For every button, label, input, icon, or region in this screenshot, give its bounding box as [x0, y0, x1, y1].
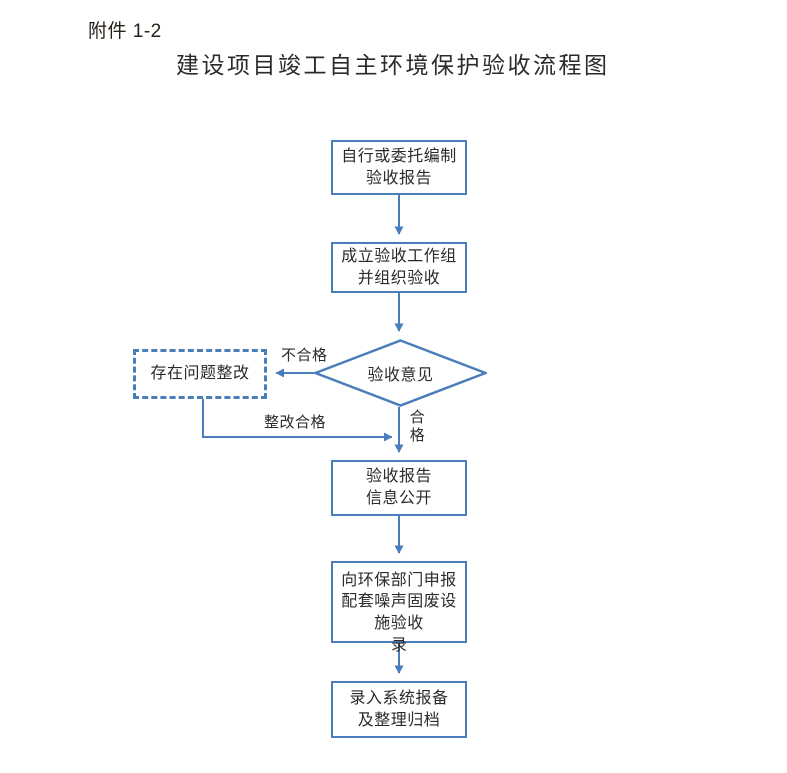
edge-label-rectified-pass: 整改合格 [264, 415, 327, 431]
flow-node-line: 施验收 [374, 614, 424, 632]
diamond-shape [314, 339, 487, 407]
flow-node-line: 验收报告 [365, 169, 432, 187]
flow-node-publish-report[interactable]: 验收报告 信息公开 [331, 460, 467, 516]
flow-node-line: 向环保部门申报 [341, 571, 457, 589]
flow-node-decision-opinion[interactable]: 验收意见 [314, 339, 487, 407]
attachment-label: 附件 1-2 [88, 21, 162, 42]
flow-node-line: 存在问题整改 [150, 365, 250, 383]
flow-node-acceptance-group[interactable]: 成立验收工作组 并组织验收 [331, 242, 467, 293]
flow-node-archive[interactable]: 录入系统报备 及整理归档 [331, 681, 467, 738]
flow-node-line: 录入系统报备 [349, 689, 449, 707]
flow-node-line: 信息公开 [365, 490, 432, 507]
flow-node-declare-epb[interactable]: 向环保部门申报 配套噪声固废设 施验收 [331, 561, 467, 643]
stray-glyph-lu: 录 [391, 637, 408, 654]
flow-node-line: 验收意见 [367, 367, 434, 384]
flow-node-line: 验收报告 [365, 468, 432, 486]
edge-label-fail: 不合格 [281, 348, 328, 364]
flow-node-line: 配套噪声固废设 [341, 593, 457, 611]
flow-node-line: 及整理归档 [357, 711, 441, 729]
edge-label-pass: 合格 [407, 409, 424, 445]
flow-node-line: 并组织验收 [357, 269, 441, 287]
flow-node-prepare-report[interactable]: 自行或委托编制 验收报告 [331, 140, 467, 195]
flow-node-line: 自行或委托编制 [341, 147, 457, 165]
flow-node-rectification[interactable]: 存在问题整改 [133, 349, 267, 399]
flow-node-line: 成立验收工作组 [341, 247, 457, 265]
page-title: 建设项目竣工自主环境保护验收流程图 [176, 53, 610, 78]
